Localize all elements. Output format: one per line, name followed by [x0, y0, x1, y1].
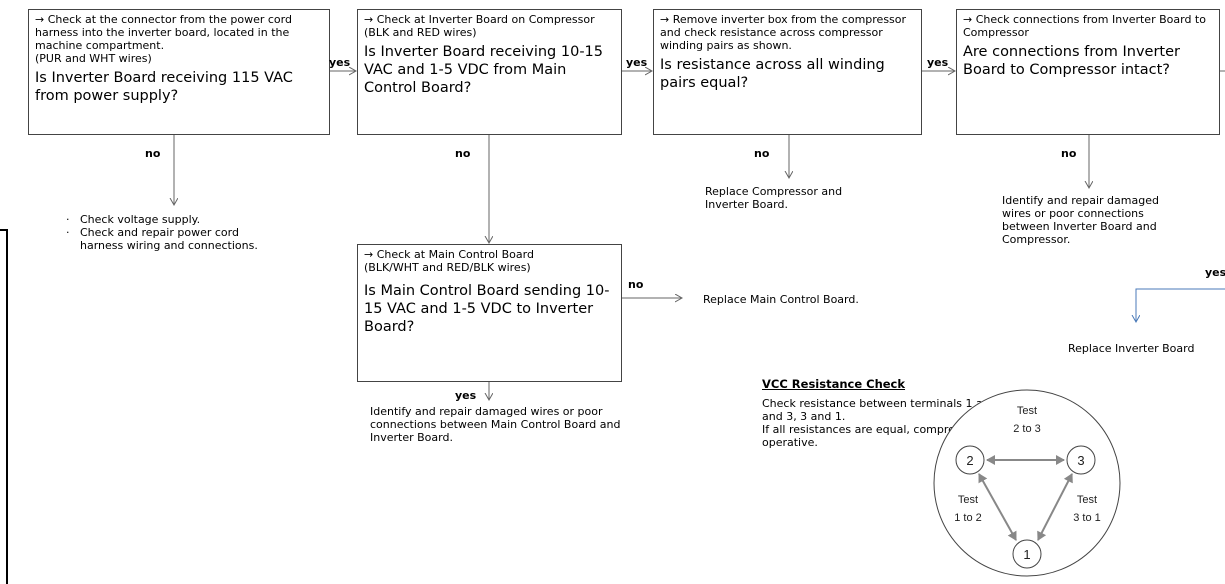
outcome-check-voltage: ·Check voltage supply. ·Check and repair…	[62, 213, 262, 252]
yes-label: yes	[1205, 266, 1225, 279]
bullet-icon: ·	[66, 213, 70, 226]
vcc-instructions: Check resistance between terminals 1 and…	[762, 397, 1021, 449]
vcc-heading: VCC Resistance Check	[762, 377, 906, 391]
no-label: no	[754, 147, 770, 160]
outcome-replace-compressor: Replace Compressor and Inverter Board.	[705, 185, 843, 211]
decision-box-main-control-board: → Check at Main Control Board (BLK/WHT a…	[357, 244, 622, 382]
terminal-3	[1066, 445, 1096, 475]
terminal-1	[1012, 539, 1042, 569]
instruction-text: → Check connections from Inverter Board …	[963, 13, 1206, 39]
question-text: Is Main Control Board sending 10-15 VAC …	[364, 283, 610, 335]
question-text: Is resistance across all winding pairs e…	[660, 57, 885, 91]
test-label: Test	[1017, 405, 1037, 417]
bullet-icon: ·	[66, 226, 70, 239]
decision-box-connections: → Check connections from Inverter Board …	[956, 9, 1220, 135]
no-label: no	[1061, 147, 1077, 160]
no-label: no	[628, 278, 644, 291]
test-pair-label: 2 to 3	[1013, 423, 1041, 435]
outcome-replace-main-control-board: Replace Main Control Board.	[703, 293, 859, 306]
yes-label: yes	[927, 56, 949, 69]
outcome-repair-wires-compressor: Identify and repair damaged wires or poo…	[1002, 194, 1159, 246]
terminal-2	[955, 445, 985, 475]
yes-connector-6	[1136, 288, 1225, 322]
terminal-2-label: 2	[966, 453, 973, 468]
test-pair-label: 3 to 1	[1073, 512, 1101, 524]
question-text: Is Inverter Board receiving 115 VAC from…	[35, 70, 293, 104]
terminal-1-label: 1	[1023, 547, 1030, 562]
no-label: no	[455, 147, 471, 160]
decision-box-winding-resistance: → Remove inverter box from the compresso…	[653, 9, 922, 135]
bullet-item: ·Check and repair power cord harness wir…	[66, 226, 258, 252]
test-label: Test	[958, 494, 978, 506]
outcome-repair-wires-main-control: Identify and repair damaged wires or poo…	[370, 405, 621, 444]
arrow-3-to-1	[1037, 473, 1073, 541]
terminal-diagram: 2 3 1 Test 2 to 3 Test 1 to 2 Test 3 to …	[933, 389, 1121, 577]
left-frame-border	[0, 229, 8, 584]
terminal-3-label: 3	[1077, 453, 1084, 468]
yes-label: yes	[455, 389, 477, 402]
no-label: no	[145, 147, 161, 160]
outcome-replace-inverter-board: Replace Inverter Board	[1068, 342, 1195, 355]
test-pair-label: 1 to 2	[954, 512, 982, 524]
instruction-text: → Remove inverter box from the compresso…	[660, 13, 907, 52]
question-text: Are connections from Inverter Board to C…	[963, 44, 1180, 78]
yes-label: yes	[329, 56, 351, 69]
arrow-1-to-2	[978, 473, 1017, 541]
question-text: Is Inverter Board receiving 10-15 VAC an…	[364, 44, 604, 96]
test-label: Test	[1077, 494, 1097, 506]
yes-label: yes	[626, 56, 648, 69]
bullet-item: ·Check voltage supply.	[66, 213, 201, 226]
decision-box-power-supply: → Check at the connector from the power …	[28, 9, 330, 135]
instruction-text: → Check at the connector from the power …	[35, 13, 292, 65]
decision-box-inverter-board: → Check at Inverter Board on Compressor …	[357, 9, 622, 135]
instruction-text: → Check at Inverter Board on Compressor …	[364, 13, 595, 39]
instruction-text: → Check at Main Control Board (BLK/WHT a…	[364, 248, 534, 274]
